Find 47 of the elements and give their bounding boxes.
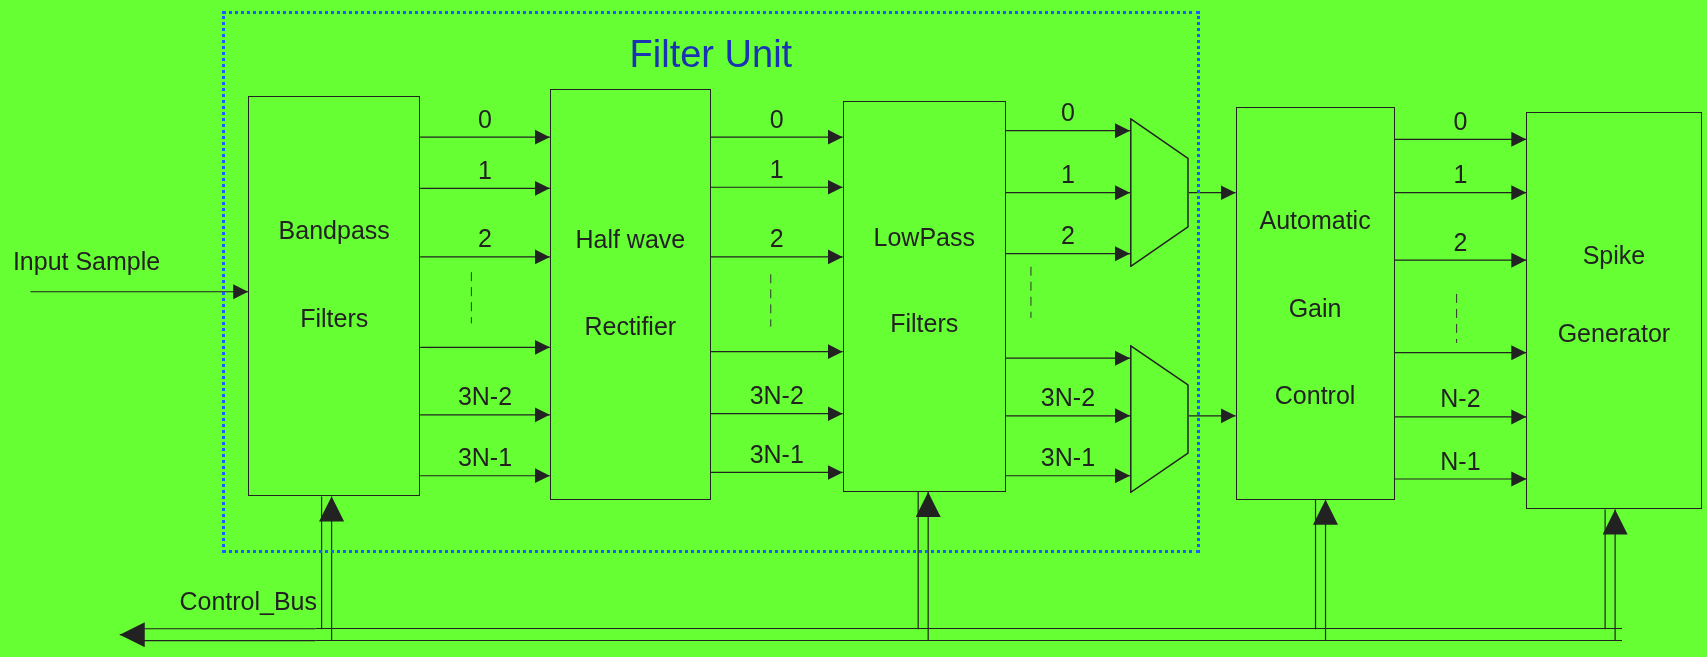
- process-box: [842, 101, 1006, 493]
- arrow: [1005, 408, 1131, 424]
- edge-label: Control_Bus: [177, 588, 319, 616]
- arrow: [710, 129, 844, 145]
- block-label: Half wave Rectifier: [574, 223, 687, 342]
- arrow: [419, 249, 551, 265]
- arrow: [1005, 468, 1131, 484]
- arrow: [419, 407, 551, 423]
- arrow: [1393, 409, 1527, 425]
- control-arrow: [1313, 499, 1339, 641]
- block-label: Bandpass Filters: [277, 215, 391, 335]
- arrow: [1188, 185, 1237, 201]
- block-label: Spike Generator: [1556, 239, 1672, 349]
- arrow: [1393, 471, 1527, 487]
- process-box: [1235, 106, 1395, 500]
- arrow: [1005, 246, 1131, 262]
- process-box: [549, 89, 711, 500]
- arrow: [1005, 185, 1131, 201]
- control-arrow: [1602, 508, 1628, 641]
- arrow: [1005, 123, 1131, 139]
- control-arrow: [915, 491, 941, 641]
- arrow: [419, 468, 551, 484]
- control-bus-arrow: [119, 622, 317, 648]
- arrow: [419, 180, 551, 196]
- arrow: [710, 344, 844, 360]
- arrow: [710, 179, 844, 195]
- arrow: [29, 284, 249, 300]
- arrow: [710, 249, 844, 265]
- arrow: [419, 339, 551, 355]
- block-label: Automatic Gain Control: [1258, 205, 1372, 411]
- multiplexer-trapezoid: [1130, 345, 1189, 494]
- process-box: [248, 95, 421, 497]
- arrow: [1005, 350, 1131, 366]
- process-box: [1526, 112, 1702, 510]
- arrow: [1393, 345, 1527, 361]
- arrow: [710, 406, 844, 422]
- control-bus-line: [315, 628, 1623, 642]
- arrow: [710, 464, 844, 480]
- group-title: Filter Unit: [628, 33, 794, 77]
- arrow: [419, 129, 551, 145]
- arrow: [1393, 185, 1527, 201]
- multiplexer-trapezoid: [1130, 117, 1189, 267]
- arrow: [1393, 252, 1527, 268]
- arrow: [1393, 131, 1527, 147]
- block-label: LowPass Filters: [872, 221, 976, 339]
- arrow: [1188, 408, 1237, 424]
- control-arrow: [319, 495, 345, 641]
